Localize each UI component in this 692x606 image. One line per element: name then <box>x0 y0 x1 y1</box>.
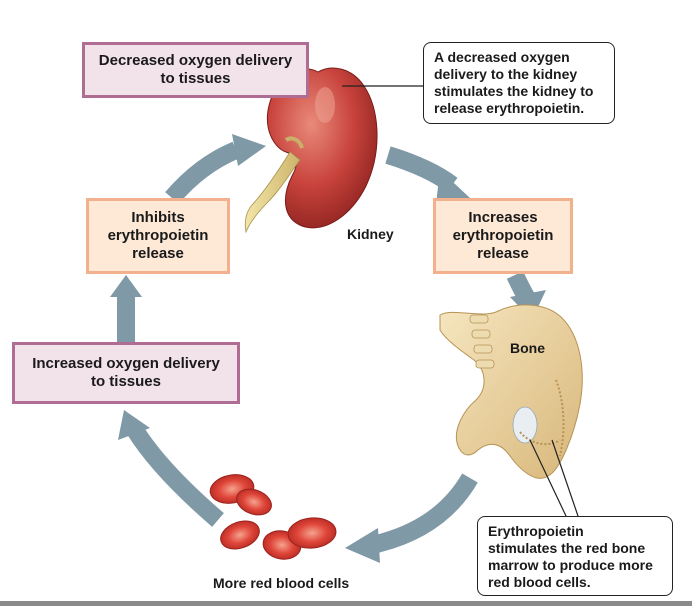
increases-epo-box: Increases erythropoietin release <box>433 198 573 274</box>
marrow-callout-leader-1 <box>551 439 579 517</box>
kidney-callout: A decreased oxygen delivery to the kidne… <box>423 42 615 124</box>
arrow-kidney-to-increases <box>385 146 470 204</box>
kidney-label: Kidney <box>347 226 394 242</box>
bone-illustration <box>439 304 583 479</box>
arrow-bone-to-rbc <box>345 473 478 563</box>
decreased-oxygen-box: Decreased oxygen delivery to tissues <box>82 42 309 98</box>
increased-oxygen-box: Increased oxygen delivery to tissues <box>12 342 240 404</box>
arrow-increased-to-inhibits <box>110 275 142 342</box>
rbc-label: More red blood cells <box>213 575 350 591</box>
bottom-border <box>0 601 692 606</box>
red-blood-cells-illustration <box>209 474 337 560</box>
marrow-callout: Erythropoietin stimulates the red bone m… <box>477 516 673 596</box>
arrow-rbc-to-increased <box>118 410 224 527</box>
arrow-inhibits-to-kidney <box>165 134 266 204</box>
bone-label: Bone <box>510 340 545 356</box>
kidney-illustration <box>244 67 378 234</box>
marrow-callout-leader-2 <box>529 439 567 517</box>
inhibits-epo-box: Inhibits erythropoietin release <box>86 198 230 274</box>
